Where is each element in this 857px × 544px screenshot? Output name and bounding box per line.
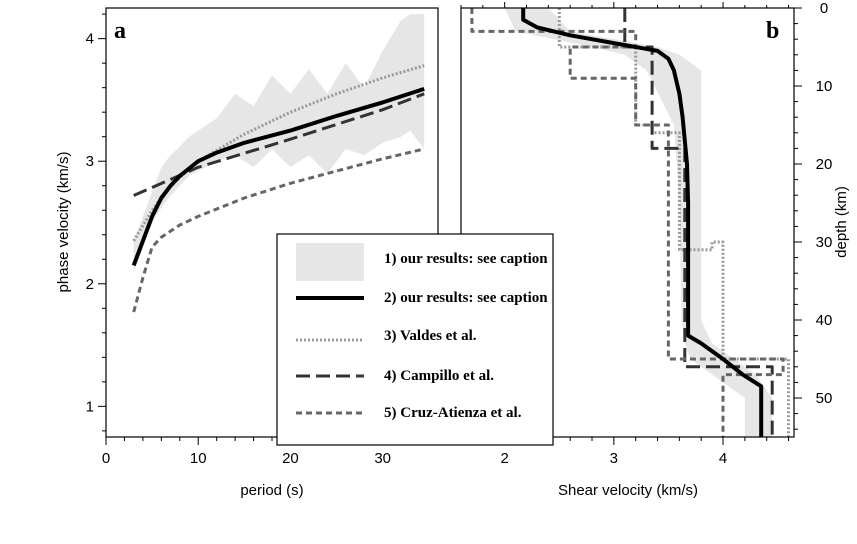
panel-a-letter: a [114, 18, 126, 44]
legend-label-campillo: 4) Campillo et al. [384, 368, 494, 384]
panel-b-y-tick-label: 20 [816, 156, 833, 173]
panel-b-x-tick-label: 2 [501, 450, 509, 467]
panel-a-y-tick-label: 2 [86, 276, 94, 293]
panel-b-frame [460, 7, 795, 438]
panel-b-x-axis-title: Shear velocity (km/s) [558, 482, 698, 499]
panel-b-letter: b [766, 18, 779, 44]
panel-b-uncertainty-band [504, 8, 773, 437]
panel-a: 0 10 20 30 1 2 3 4 a period (s) phase velocity… [55, 7, 439, 499]
legend-label-our-results-line: 2) our results: see caption [384, 290, 548, 306]
panel-b-y-tick-label: 50 [816, 390, 833, 407]
legend-label-cruz-atienza: 5) Cruz-Atienza et al. [384, 405, 522, 421]
panel-a-x-tick-label: 20 [282, 450, 299, 467]
panel-b-lines-group [470, 8, 790, 437]
panel-b-y-tick-label: 0 [820, 0, 828, 17]
panel-a-x-tick-label: 0 [102, 450, 110, 467]
panel-a-x-tick-label: 10 [190, 450, 207, 467]
panel-a-series-cruz-atienza [132, 147, 425, 313]
panel-b-x-ticks: 2 3 4 [460, 2, 790, 467]
panel-b-y-tick-label: 40 [816, 312, 833, 329]
legend-label-band: 1) our results: see caption [384, 251, 548, 267]
panel-a-series-valdes [132, 64, 425, 242]
panel-a-y-tick-label: 4 [86, 31, 94, 48]
panel-b-series-our-results [521, 8, 764, 437]
panel-a-lines-group [131, 64, 425, 313]
panel-a-x-tick-label: 30 [374, 450, 391, 467]
panel-b-y-ticks: 0 10 20 30 40 50 [794, 0, 833, 430]
panel-a-y-tick-label: 3 [86, 153, 94, 170]
panel-b-y-axis-title: depth (km) [833, 186, 850, 258]
panel-a-x-axis-title: period (s) [240, 482, 303, 499]
legend-label-valdes: 3) Valdes et al. [384, 328, 477, 344]
panel-b-x-tick-label: 4 [719, 450, 727, 467]
legend-swatch-band [296, 243, 364, 281]
panel-b-y-tick-label: 10 [816, 78, 833, 95]
panel-a-band-group [133, 14, 425, 272]
legend: 1) our results: see caption 2) our resul… [276, 233, 554, 446]
panel-a-y-axis-title: phase velocity (km/s) [55, 152, 72, 293]
panel-b-x-tick-label: 3 [610, 450, 618, 467]
panel-a-uncertainty-band [133, 14, 425, 272]
panel-a-x-ticks: 0 10 20 30 [102, 437, 421, 467]
panel-a-series-our-results [131, 86, 425, 267]
panel-b-y-tick-label: 30 [816, 234, 833, 251]
panel-b-band-group [504, 8, 773, 437]
panel-a-y-ticks: 1 2 3 4 [86, 13, 106, 432]
panel-a-y-tick-label: 1 [86, 398, 94, 415]
